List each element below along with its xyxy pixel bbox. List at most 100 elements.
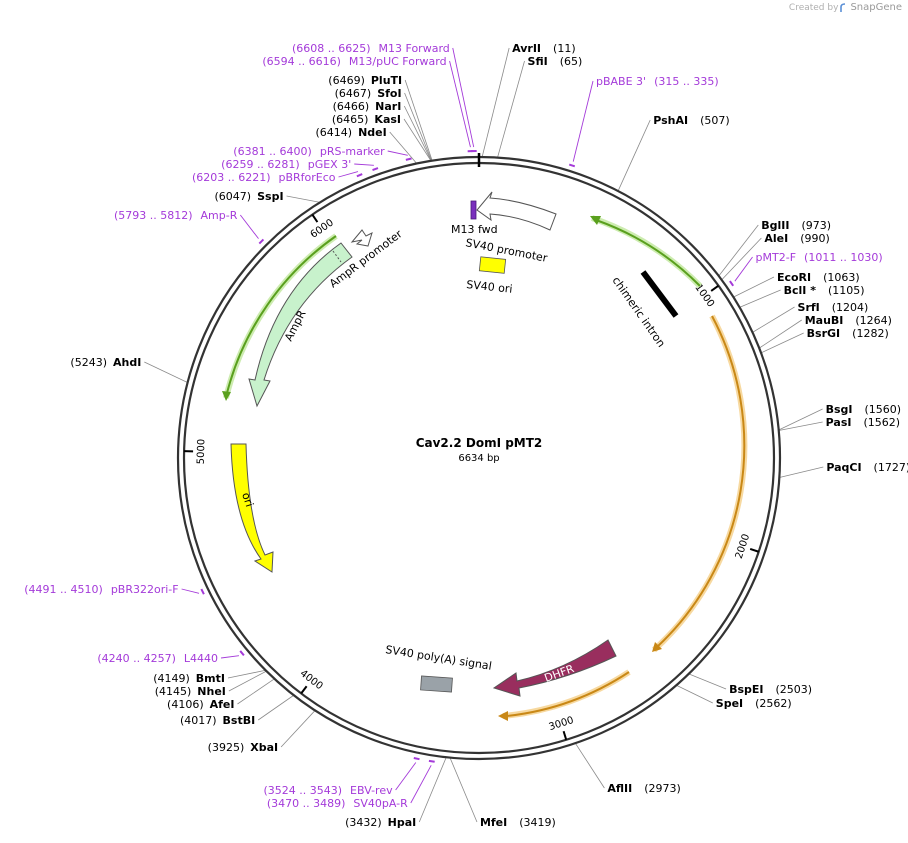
enzyme-name: MauBI — [805, 314, 844, 327]
enzyme-name: PshAI — [653, 114, 688, 127]
enzyme-leader-alei — [721, 237, 762, 281]
feature-label-sv40-ori: SV40 ori — [466, 278, 513, 296]
enzyme-leader-pasi — [778, 421, 823, 431]
primer-range: (3524 .. 3543) — [263, 784, 342, 797]
primer-range: (315 .. 335) — [654, 75, 719, 88]
feature-label-chimeric-intron: chimeric intron — [610, 274, 668, 349]
enzyme-leader-bsrgi — [760, 332, 804, 354]
enzyme-leader-bglii — [718, 224, 759, 277]
enzyme-position: (6414) — [316, 126, 353, 139]
enzyme-label-ahdi: (5243)AhdI — [70, 356, 141, 369]
primer-leader-pbabe-3 — [572, 80, 594, 162]
enzyme-label-kasi: (6465) KasI — [332, 113, 401, 126]
plasmid-name: Cav2.2 DomI pMT2 — [416, 436, 543, 450]
primer-name: pBRforEco — [279, 171, 336, 184]
credit-prefix: Created by — [788, 2, 839, 13]
primer-name: pBR322ori-F — [111, 583, 179, 596]
enzyme-leader-bspei — [688, 673, 727, 690]
enzyme-label-pshai: PshAI(507) — [653, 114, 729, 127]
primer-range: (5793 .. 5812) — [114, 209, 193, 222]
enzyme-position: (1560) — [865, 403, 902, 416]
plasmid-size: 6634 bp — [458, 453, 499, 464]
primer-name: M13/pUC Forward — [349, 55, 447, 68]
credit-brand: SnapGene — [850, 2, 902, 13]
enzyme-leader-pshai — [617, 119, 651, 192]
enzyme-name: NheI — [197, 685, 226, 698]
enzyme-position: (2973) — [644, 782, 681, 795]
primer-name: pGEX 3' — [308, 158, 352, 171]
enzyme-name: SpeI — [716, 697, 743, 710]
enzyme-position: (990) — [800, 232, 830, 245]
tick-mark-6000 — [311, 214, 319, 223]
tick-mark-1000 — [710, 284, 720, 292]
enzyme-label-spei: SpeI(2562) — [716, 697, 792, 710]
primer-label-ebv-rev: (3524 .. 3543)EBV-rev — [263, 784, 393, 797]
enzyme-label-xbai: (3925)XbaI — [208, 741, 278, 754]
primer-leader-l4440 — [220, 655, 240, 659]
enzyme-label-avrii: AvrII(11) — [512, 42, 576, 55]
tick-label-4000: 4000 — [298, 668, 325, 692]
enzyme-position: (6047) — [215, 190, 252, 203]
primer-leader-pbrforeco — [338, 171, 359, 178]
sv40-promoter-arrow — [476, 191, 557, 231]
enzyme-name: PluTI — [371, 74, 402, 87]
feature-arc-ampr-region — [222, 233, 338, 401]
snapgene-credit: Created by SnapGene — [789, 2, 902, 13]
ampr-cds-arrow — [248, 242, 353, 408]
enzyme-position: (1063) — [823, 271, 860, 284]
enzyme-position: (4149) — [153, 672, 190, 685]
primer-name: pRS-marker — [320, 145, 385, 158]
enzyme-leader-sspi — [286, 195, 321, 203]
tick-label-1000: 1000 — [692, 282, 716, 309]
primer-label-pmt2-f: pMT2-F(1011 .. 1030) — [756, 251, 883, 264]
enzyme-leader-spei — [676, 684, 713, 704]
enzyme-name: BglII — [761, 219, 789, 232]
primer-leader-m13-forward — [452, 47, 475, 148]
enzyme-leader-bstbi — [257, 694, 294, 721]
primer-mark-prs-marker — [405, 157, 412, 161]
enzyme-label-sfoi: (6467)SfoI — [335, 87, 402, 100]
enzyme-label-bsrgi: BsrGI(1282) — [807, 327, 889, 340]
enzyme-label-bglii: BglII (973) — [761, 219, 831, 232]
enzyme-label-nhei: (4145)NheI — [155, 685, 226, 698]
primer-mark-pgex-3 — [372, 167, 379, 172]
enzyme-position: (973) — [802, 219, 832, 232]
enzyme-position: (4017) — [180, 714, 217, 727]
m13-fwd-mark — [470, 200, 477, 220]
enzyme-leader-ecori — [733, 276, 775, 298]
enzyme-leader-maubi — [759, 319, 802, 349]
enzyme-name: XbaI — [250, 741, 278, 754]
primer-label-pbabe-3: pBABE 3'(315 .. 335) — [596, 75, 719, 88]
enzyme-label-pasi: PasI(1562) — [826, 416, 900, 429]
ampr-promoter-arrow — [350, 229, 373, 247]
primer-mark-l4440 — [239, 650, 245, 657]
tick-label-2000: 2000 — [734, 533, 753, 561]
enzyme-name: KasI — [374, 113, 401, 126]
enzyme-position: (6465) — [332, 113, 369, 126]
enzyme-name: BsgI — [826, 403, 853, 416]
enzyme-name: BclI * — [784, 284, 817, 297]
feature-label-m13-fwd: M13 fwd — [451, 223, 498, 236]
enzyme-position: (2503) — [775, 683, 812, 696]
enzyme-label-bmti: (4149)BmtI — [153, 672, 225, 685]
feature-arc-polya-region — [498, 669, 631, 721]
primer-leader-sv40pa-r — [410, 765, 432, 804]
primer-range: (6594 .. 6616) — [262, 55, 341, 68]
primer-label-m13-puc-forward: (6594 .. 6616) M13/pUC Forward — [262, 55, 446, 68]
enzyme-label-paqci: PaqCI(1727) — [826, 461, 908, 474]
enzyme-label-bstbi: (4017)BstBI — [180, 714, 255, 727]
enzyme-leader-srfi — [752, 306, 795, 333]
primer-name: SV40pA-R — [353, 797, 408, 810]
primer-range: (1011 .. 1030) — [804, 251, 883, 264]
primer-range: (6381 .. 6400) — [233, 145, 312, 158]
enzyme-position: (6469) — [328, 74, 365, 87]
enzyme-label-bcli: BclI * (1105) — [784, 284, 865, 297]
primer-mark-pbabe-3 — [568, 163, 576, 168]
primer-leader-pmt2-f — [734, 256, 753, 282]
enzyme-position: (1105) — [828, 284, 865, 297]
enzyme-leader-avrii — [481, 47, 510, 158]
feature-arc-intron-region — [590, 215, 703, 289]
enzyme-leader-xbai — [280, 710, 316, 748]
feature-label-sv40-promoter: SV40 promoter — [464, 236, 548, 265]
enzyme-label-mfei: MfeI(3419) — [480, 816, 556, 829]
